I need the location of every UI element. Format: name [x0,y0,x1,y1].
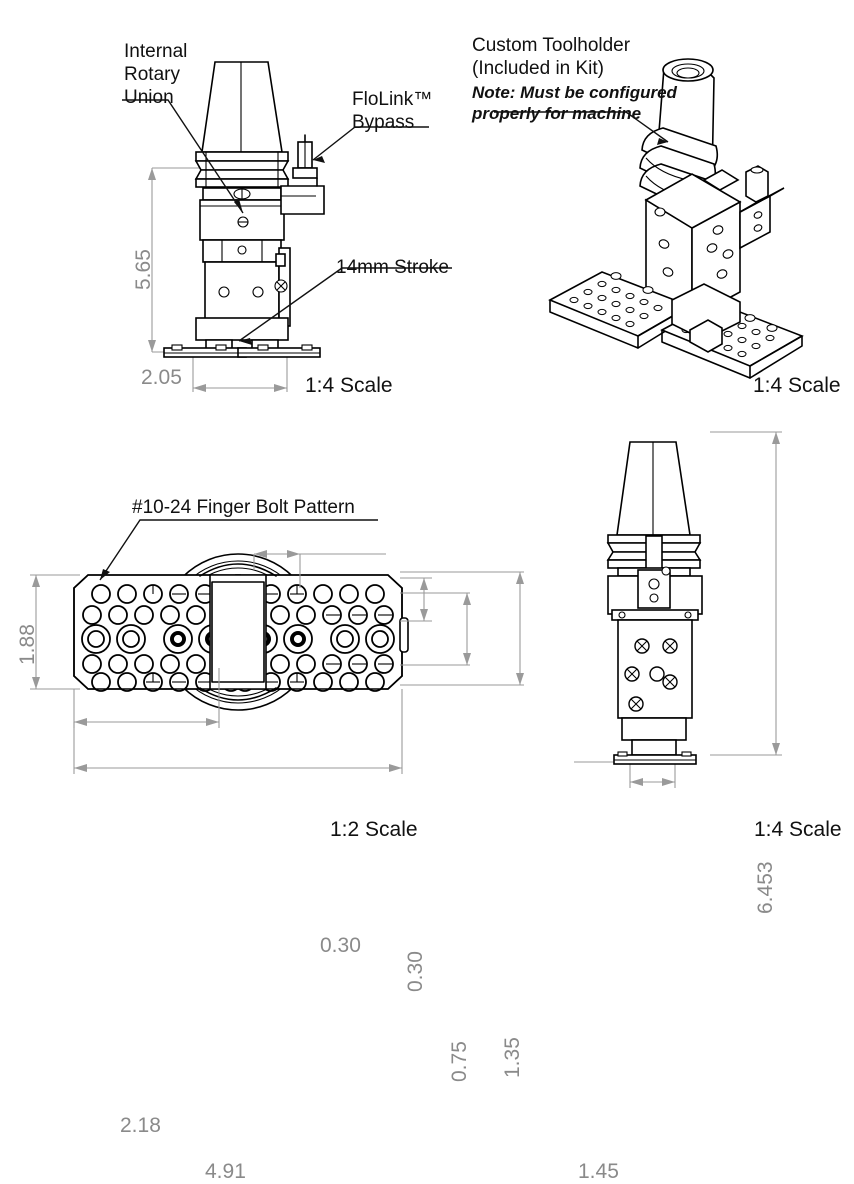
dim-6-453 [710,431,782,756]
anno-flolink-bypass: FloLink™ Bypass [352,89,433,133]
view-top-left: Internal Rotary Union FloLink™ Bypass 14… [0,0,452,410]
leader-finger-bolt-geometry [99,519,378,581]
dim-label-0-30-h: 0.30 [320,934,361,957]
plate-outline-overlay [73,574,409,690]
iso-gripper-fingers [671,283,741,353]
side-toolholder-taper [616,441,691,536]
anno-14mm-stroke: 14mm Stroke [336,257,449,278]
dim-label-6-453: 6.453 [754,861,777,914]
dim-2-05 [192,352,288,392]
dim-label-1-88: 1.88 [16,624,39,665]
dim-0-75 [400,592,471,666]
jaw-plate-right [226,574,403,692]
anno-custom-toolholder: Custom Toolholder (Included in Kit) [472,35,631,79]
dim-4-91 [73,689,403,774]
dim-label-1-45: 1.45 [578,1160,619,1183]
bottom-right-geometry [574,431,782,788]
side-actuator-body [617,619,693,756]
v-flange [194,151,290,188]
leader-finger-bolt-pattern [99,519,378,581]
scale-label-bottom-left: 1:2 Scale [330,818,418,841]
leader-custom-toolholder [494,111,669,145]
dim-label-2-05: 2.05 [141,366,182,389]
center-slot [199,563,277,701]
leader-internal-rotary-union [122,99,244,214]
toolholder-taper [201,61,283,153]
dim-label-0-75: 0.75 [448,1041,471,1082]
side-v-flange [606,534,702,571]
scale-label-top-left: 1:4 Scale [305,374,393,397]
dim-1-35-geometry [400,571,524,686]
leader-14mm-stroke [238,267,452,345]
top-left-geometry [122,61,452,392]
side-rotary-union [607,566,703,621]
view-bottom-right: 6.453 1.45 1:4 Scale [560,410,854,1183]
dim-0-30-vertical [400,577,432,622]
scale-label-top-right: 1:4 Scale [753,374,841,397]
top-right-geometry [494,58,804,379]
flolink-bypass-fitting [280,134,325,215]
dim-1-35 [400,571,524,686]
dim-1-88 [30,574,80,690]
bottom-left-geometry [30,550,471,774]
internal-rotary-union-body [199,187,285,241]
dim-label-2-18: 2.18 [120,1114,161,1137]
iso-flolink-bypass [702,165,785,250]
dim-label-5-65: 5.65 [132,249,155,290]
scale-label-bottom-right: 1:4 Scale [754,818,842,841]
view-bottom-left: #10-24 Finger Bolt Pattern 1.88 2.18 4.9… [0,410,524,1183]
dim-2-18 [73,668,220,728]
anno-internal-rotary-union: Internal Rotary Union [124,41,188,108]
view-top-right: Custom Toolholder (Included in Kit) Note… [450,0,854,410]
dim-label-0-30-v: 0.30 [404,951,427,992]
anno-toolholder-note: Note: Must be configured properly for ma… [472,83,677,123]
dim-label-4-91: 4.91 [205,1160,246,1183]
iso-actuator-body [644,173,742,320]
leader-flolink-bypass [312,126,429,163]
side-base-plate [613,751,697,765]
dim-label-1-35: 1.35 [501,1037,524,1078]
dim-0-30-horizontal [253,550,386,588]
anno-finger-bolt-pattern: #10-24 Finger Bolt Pattern [132,497,355,518]
gripper-base [163,317,321,358]
